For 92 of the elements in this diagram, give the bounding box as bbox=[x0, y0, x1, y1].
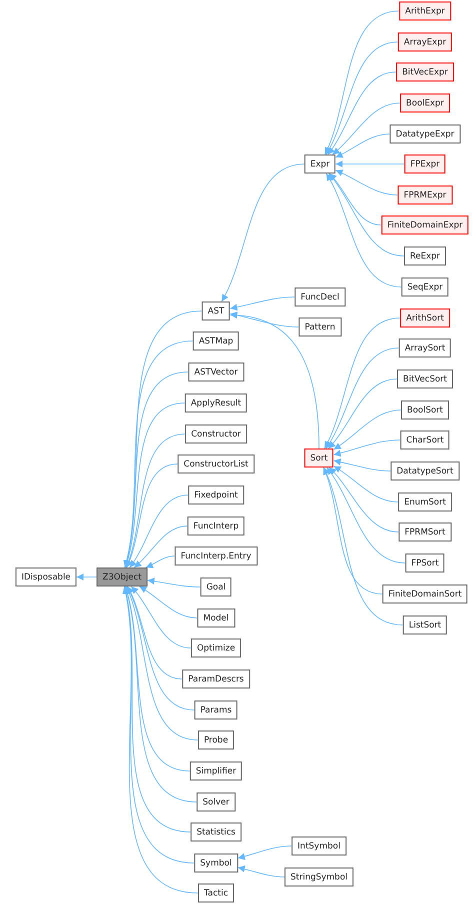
inheritance-arrow bbox=[324, 10, 400, 155]
inheritance-arrow bbox=[326, 173, 402, 288]
class-box: ArrayExpr bbox=[398, 32, 452, 52]
inheritance-arrow bbox=[327, 72, 396, 155]
class-box: SeqExpr bbox=[401, 278, 449, 296]
inheritance-arrow bbox=[230, 312, 320, 449]
class-box: IDisposable bbox=[15, 568, 77, 586]
inheritance-arrow bbox=[145, 556, 176, 568]
inheritance-arrow bbox=[333, 410, 402, 450]
class-box: Constructor bbox=[185, 424, 247, 444]
class-box: FiniteDomainSort bbox=[382, 584, 468, 604]
class-box: FiniteDomainExpr bbox=[381, 216, 469, 234]
class-box: AST bbox=[202, 302, 230, 320]
class-box: BoolExpr bbox=[400, 94, 450, 112]
class-box: Expr bbox=[304, 154, 336, 174]
inheritance-arrow bbox=[333, 440, 401, 457]
class-box: FPRMSort bbox=[398, 522, 452, 542]
inheritance-arrow bbox=[324, 318, 400, 449]
class-box: Simplifier bbox=[190, 762, 242, 780]
inheritance-arrow bbox=[125, 434, 186, 568]
class-box: Model bbox=[197, 608, 235, 628]
class-box: Fixedpoint bbox=[188, 486, 244, 504]
class-box: Tactic bbox=[198, 884, 234, 902]
inheritance-arrow bbox=[230, 312, 300, 328]
class-box: Goal bbox=[200, 578, 232, 596]
class-box: Statistics bbox=[190, 822, 242, 842]
inheritance-arrow bbox=[329, 173, 382, 226]
inheritance-arrow bbox=[127, 586, 183, 680]
inheritance-arrow bbox=[124, 586, 198, 802]
inheritance-arrow bbox=[139, 586, 198, 618]
class-box: Z3Object bbox=[96, 568, 148, 586]
class-box: FPSort bbox=[405, 554, 445, 572]
class-box: IntSymbol bbox=[292, 836, 346, 856]
class-box: DatatypeSort bbox=[390, 462, 460, 480]
class-box: Solver bbox=[196, 792, 236, 812]
class-box: ApplyResult bbox=[184, 394, 248, 412]
inheritance-arrow bbox=[332, 102, 400, 155]
class-box: FuncDecl bbox=[294, 288, 346, 306]
class-box: ParamDescrs bbox=[182, 670, 250, 688]
class-box: CharSort bbox=[400, 430, 450, 450]
class-box: Pattern bbox=[298, 318, 342, 336]
inheritance-arrow bbox=[129, 494, 189, 568]
inheritance-arrow bbox=[126, 464, 178, 568]
class-box: Optimize bbox=[190, 638, 242, 658]
inheritance-arrow bbox=[326, 467, 406, 564]
class-box: Sort bbox=[304, 448, 334, 468]
inheritance-arrow bbox=[237, 866, 285, 878]
class-box: FPExpr bbox=[404, 154, 446, 174]
class-box: Params bbox=[194, 700, 238, 720]
inheritance-arrow bbox=[230, 296, 296, 311]
inheritance-arrow bbox=[237, 846, 292, 860]
inheritance-arrow bbox=[328, 378, 398, 449]
class-box: ArraySort bbox=[398, 338, 452, 358]
inheritance-arrow bbox=[326, 348, 400, 449]
class-box: Probe bbox=[198, 730, 234, 750]
inheritance-arrow bbox=[328, 173, 404, 256]
class-box: DatatypeExpr bbox=[390, 124, 460, 144]
inheritance-arrow bbox=[333, 458, 392, 472]
inheritance-arrow bbox=[335, 134, 390, 158]
class-box: StringSymbol bbox=[284, 868, 354, 886]
inheritance-arrow bbox=[76, 574, 97, 580]
class-box: Symbol bbox=[194, 854, 238, 872]
class-box: BoolSort bbox=[400, 400, 450, 420]
inheritance-arrow bbox=[322, 467, 383, 594]
class-box: EnumSort bbox=[398, 492, 452, 512]
class-box: ConstructorList bbox=[178, 454, 254, 474]
inheritance-arrow bbox=[333, 466, 398, 502]
class-box: ReExpr bbox=[404, 246, 446, 266]
class-box: ASTMap bbox=[192, 332, 240, 350]
class-box: FuncInterp bbox=[187, 516, 245, 536]
inheritance-arrow bbox=[134, 526, 188, 568]
inheritance-arrow bbox=[147, 578, 201, 588]
inheritance-arrow bbox=[323, 467, 404, 626]
class-box: FPRMExpr bbox=[398, 186, 452, 204]
inheritance-arrow bbox=[335, 170, 398, 196]
inheritance-arrow bbox=[221, 164, 305, 302]
inheritance-arrow bbox=[126, 586, 195, 710]
inheritance-arrow bbox=[122, 340, 194, 568]
class-box: ArithExpr bbox=[399, 2, 451, 20]
class-box: ArithSort bbox=[400, 308, 450, 328]
inheritance-arrow bbox=[124, 586, 190, 772]
class-box: BitVecSort bbox=[397, 370, 453, 388]
class-box: ASTVector bbox=[188, 362, 244, 382]
inheritance-arrow bbox=[130, 586, 192, 648]
class-box: ListSort bbox=[402, 616, 448, 634]
inheritance-arrow bbox=[326, 42, 398, 155]
class-box: BitVecExpr bbox=[396, 62, 454, 82]
inheritance-arrow bbox=[124, 402, 186, 568]
inheritance-arrow bbox=[126, 586, 198, 740]
class-box: FuncInterp.Entry bbox=[174, 546, 258, 566]
inheritance-arrow bbox=[328, 467, 400, 532]
inheritance-arrow bbox=[335, 160, 405, 168]
